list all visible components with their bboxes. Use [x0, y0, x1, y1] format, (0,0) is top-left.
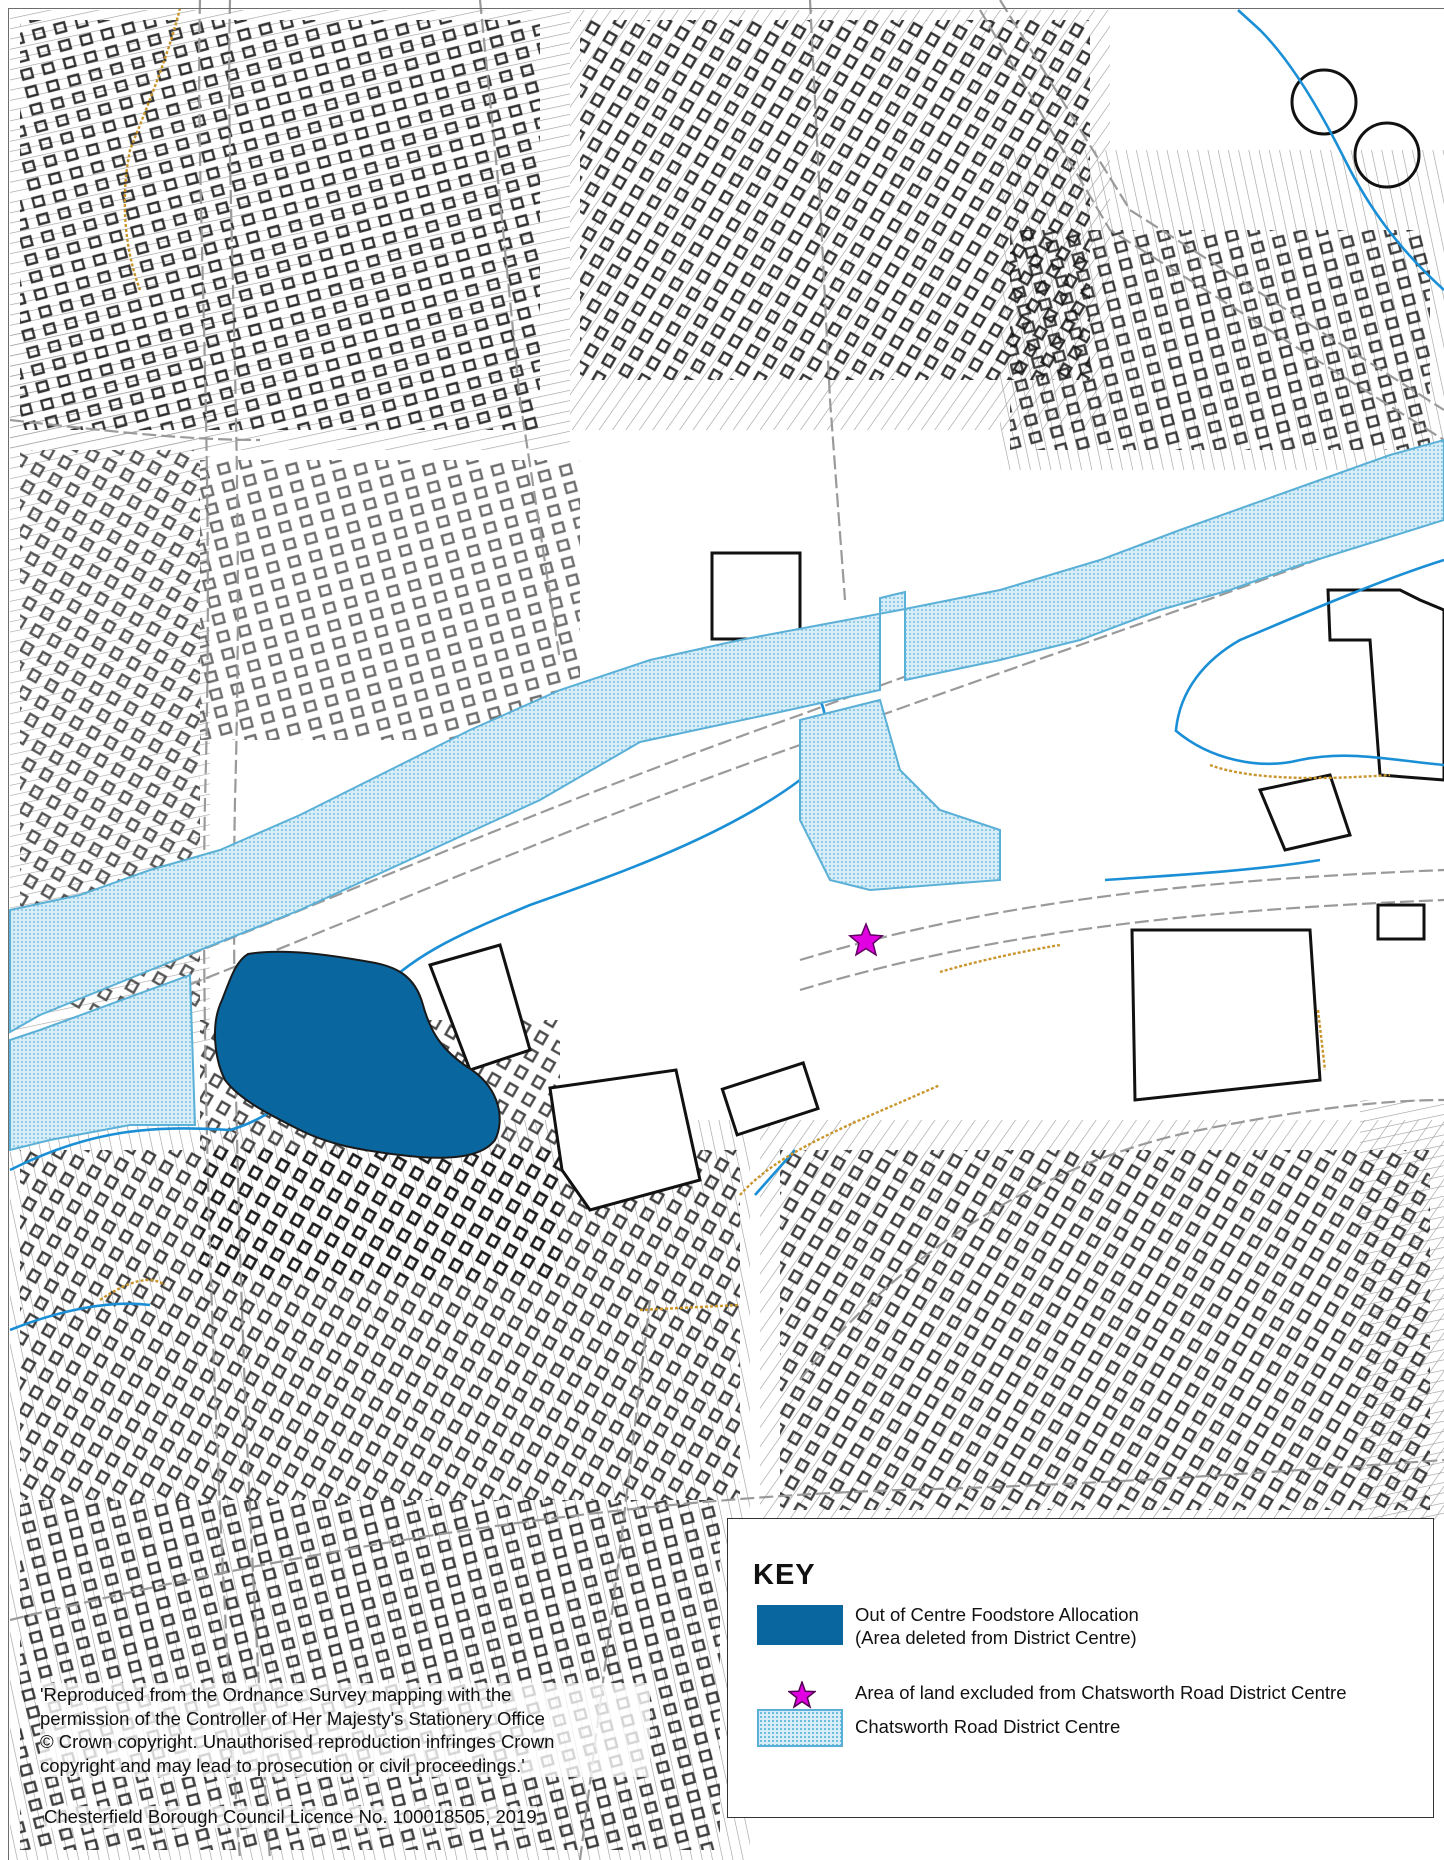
district-centre-swatch [757, 1709, 843, 1747]
district-centre-area [9, 438, 1444, 1034]
map-key: KEY Out of Centre Foodstore Allocation (… [727, 1518, 1434, 1818]
copyright-line-3: © Crown copyright. Unauthorised reproduc… [40, 1731, 555, 1752]
district-centre-west-arm [9, 973, 197, 1152]
copyright-line-4: copyright and may lead to prosecution or… [40, 1754, 525, 1776]
district-centre-south-arm [799, 698, 1001, 892]
tree-lines [99, 7, 1391, 1312]
magenta-star-icon [788, 1681, 816, 1709]
rivers [9, 9, 1444, 1332]
key-item-excluded-land: Area of land excluded from Chatsworth Ro… [855, 1682, 1347, 1703]
licence-notice: Chesterfield Borough Council Licence No.… [44, 1806, 537, 1828]
copyright-line-1: 'Reproduced from the Ordnance Survey map… [40, 1684, 512, 1705]
key-item-foodstore-line-2: (Area deleted from District Centre) [855, 1627, 1137, 1648]
excluded-land-star-icon [847, 921, 885, 957]
foodstore-allocation-swatch [757, 1605, 843, 1645]
foodstore-allocation-area [213, 950, 501, 1159]
key-item-district-centre: Chatsworth Road District Centre [855, 1716, 1121, 1737]
buildings [20, 20, 1444, 1850]
key-title: KEY [753, 1559, 816, 1591]
copyright-notice: 'Reproduced from the Ordnance Survey map… [40, 1683, 650, 1777]
copyright-line-2: permission of the Controller of Her Maje… [40, 1707, 545, 1729]
key-item-foodstore-line-1: Out of Centre Foodstore Allocation [855, 1604, 1139, 1625]
